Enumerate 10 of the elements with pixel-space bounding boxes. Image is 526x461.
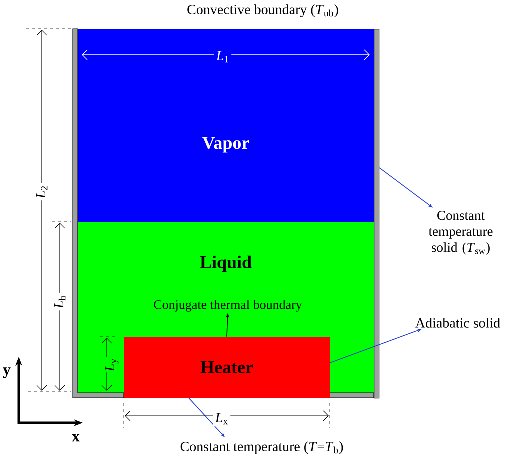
dimension-line: L$_{h}$	[52, 222, 72, 391]
boundary-label: Convective boundary (T$_{ub}$)	[188, 4, 338, 18]
container-wall	[374, 29, 380, 399]
annotation-text: Constant temperature (T=T$_{b}$)	[180, 442, 344, 454]
annotation-text: Conjugate thermal boundary	[154, 300, 302, 312]
dimension-line: L$_{y}$	[100, 336, 120, 391]
dimension-line: L$_{1}$	[82, 49, 370, 65]
heater-block: Heater	[124, 337, 330, 398]
annotation-text: Constant temperature solid (T$_{sw}$)	[428, 211, 493, 255]
annotation-text: Adiabatic solid	[416, 318, 500, 328]
